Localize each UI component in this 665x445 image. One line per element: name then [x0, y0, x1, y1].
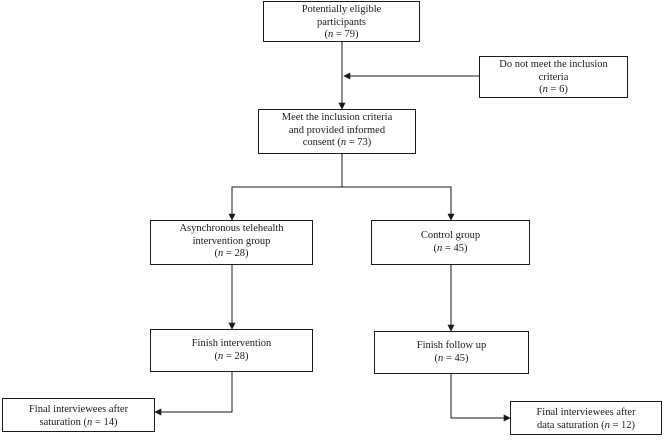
split-line-right	[342, 186, 455, 221]
box-count: (n = 45)	[434, 352, 469, 364]
box-text-line: Potentially eligible	[301, 4, 382, 15]
box-count: (n = 79)	[324, 29, 359, 40]
box-text-line: Control group	[420, 230, 481, 241]
box-text-line: Finish follow up	[416, 340, 487, 351]
arrow-finish-to-final-right	[450, 374, 511, 422]
box-text-line: intervention group	[192, 235, 271, 247]
box-text-line: Final interviewees after	[536, 407, 636, 418]
box-count: (n = 45)	[433, 242, 468, 254]
box-text-line: Final interviewees after	[28, 404, 129, 415]
box-potentially-eligible: Potentially eligible participants (n = 7…	[263, 1, 420, 42]
box-excluded: Do not meet the inclusion criteria (n = …	[479, 56, 628, 98]
box-text-line: Finish intervention	[191, 338, 272, 349]
box-text-line: and provided informed	[288, 124, 386, 136]
box-count: consent (n = 73)	[302, 137, 372, 148]
box-control-group: Control group (n = 45)	[371, 220, 530, 265]
box-final-intervention: Final interviewees after saturation (n =…	[2, 398, 155, 432]
split-line	[228, 154, 343, 221]
box-count: (n = 28)	[214, 350, 249, 362]
box-count: (n = 28)	[214, 248, 249, 259]
box-intervention-group: Asynchronous telehealth intervention gro…	[150, 220, 313, 265]
box-text-line: participants	[317, 16, 366, 28]
box-text-line: criteria	[538, 71, 569, 83]
box-count: data saturation (n = 12)	[536, 419, 636, 431]
arrow-finish-to-final-left	[154, 372, 233, 416]
box-text-line: Do not meet the inclusion	[499, 59, 608, 70]
box-count: (n = 6)	[539, 84, 568, 95]
box-consent: Meet the inclusion criteria and provided…	[258, 109, 416, 154]
box-finish-intervention: Finish intervention (n = 28)	[150, 329, 313, 372]
box-count: saturation (n = 14)	[39, 416, 118, 428]
box-text-line: Asynchronous telehealth	[179, 223, 284, 234]
box-final-control: Final interviewees after data saturation…	[510, 401, 662, 435]
box-text-line: Meet the inclusion criteria	[281, 112, 393, 123]
box-finish-followup: Finish follow up (n = 45)	[374, 331, 529, 374]
